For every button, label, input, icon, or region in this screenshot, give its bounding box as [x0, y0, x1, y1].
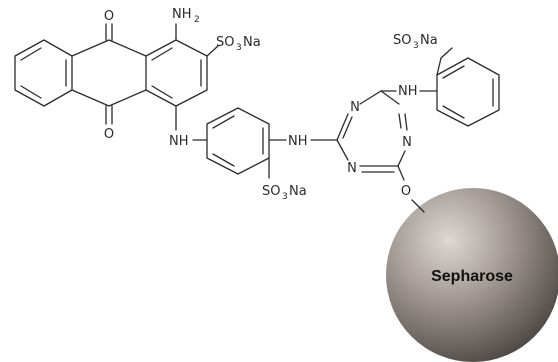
- sulfonate-group-1: SO 3 Na: [216, 35, 261, 53]
- nh-anthraquinone-link: NH: [169, 134, 189, 149]
- so3na-2-sub: 3: [282, 192, 288, 202]
- so3na-1-na: Na: [243, 35, 261, 50]
- so3na-1-sub: 3: [236, 43, 242, 53]
- triazine-ring: [310, 90, 408, 181]
- so3na-2-na: Na: [289, 184, 307, 199]
- so3na-3-so: SO: [393, 33, 411, 48]
- so3na-3-na: Na: [420, 33, 438, 48]
- nh-middle-link: NH: [288, 134, 308, 149]
- anthraquinone-right-ring: [145, 23, 219, 131]
- amino-nh: NH: [172, 7, 192, 22]
- bead-linker-bond: [411, 199, 425, 213]
- sulfonate-group-3: SO 3 Na: [393, 33, 438, 51]
- right-phenyl-ring: [419, 47, 500, 127]
- triazine-n-top: N: [350, 100, 360, 115]
- anthraquinone-central-ring: [71, 23, 147, 125]
- so3na-3-sub: 3: [413, 41, 419, 51]
- amino-subscript: 2: [194, 15, 200, 25]
- so3na-1-so: SO: [216, 35, 234, 50]
- triazine-n-right: N: [402, 135, 412, 150]
- so3na-2-so: SO: [262, 184, 280, 199]
- ether-oxygen-linker: O: [401, 184, 411, 199]
- sulfonate-group-2: SO 3 Na: [262, 184, 307, 202]
- amino-group: NH 2: [172, 7, 200, 25]
- sepharose-label: Sepharose: [431, 268, 513, 285]
- sepharose-bead: Sepharose: [386, 188, 558, 362]
- nh-triazine-link: NH: [398, 84, 418, 99]
- carbonyl-oxygen-bottom: O: [104, 127, 114, 142]
- carbonyl-oxygen-top: O: [104, 9, 114, 24]
- middle-benzene-ring: [192, 107, 287, 179]
- anthraquinone-left-ring: [14, 39, 73, 107]
- triazine-n-bottom: N: [347, 161, 357, 176]
